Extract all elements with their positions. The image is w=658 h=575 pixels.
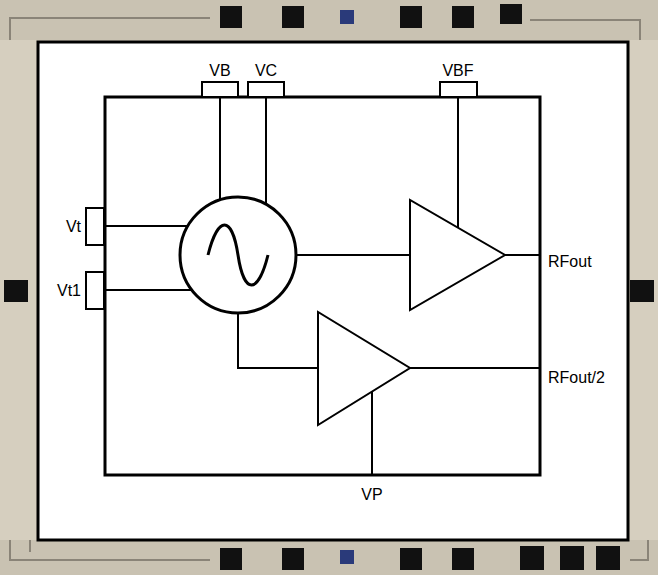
pin-label: Vt <box>66 218 81 236</box>
amplifier-symbol <box>318 312 410 425</box>
pin-label: VB <box>209 62 230 80</box>
die-traces <box>10 18 648 560</box>
pin-label: RFout/2 <box>548 369 605 387</box>
wires <box>104 97 540 475</box>
amplifier-symbol <box>410 200 505 310</box>
pin-label: VP <box>361 486 382 504</box>
pin-label: RFout <box>548 253 592 271</box>
pin-label: VBF <box>442 62 473 80</box>
sine-wave <box>208 225 268 285</box>
die-strip <box>0 0 658 40</box>
pin-label: Vt1 <box>57 282 81 300</box>
die-strip <box>0 540 658 575</box>
panel-frame <box>38 42 628 540</box>
chip-outline <box>105 97 540 475</box>
oscillator-symbol <box>180 197 296 313</box>
die-pads <box>4 4 654 570</box>
pin-label: VC <box>255 62 277 80</box>
